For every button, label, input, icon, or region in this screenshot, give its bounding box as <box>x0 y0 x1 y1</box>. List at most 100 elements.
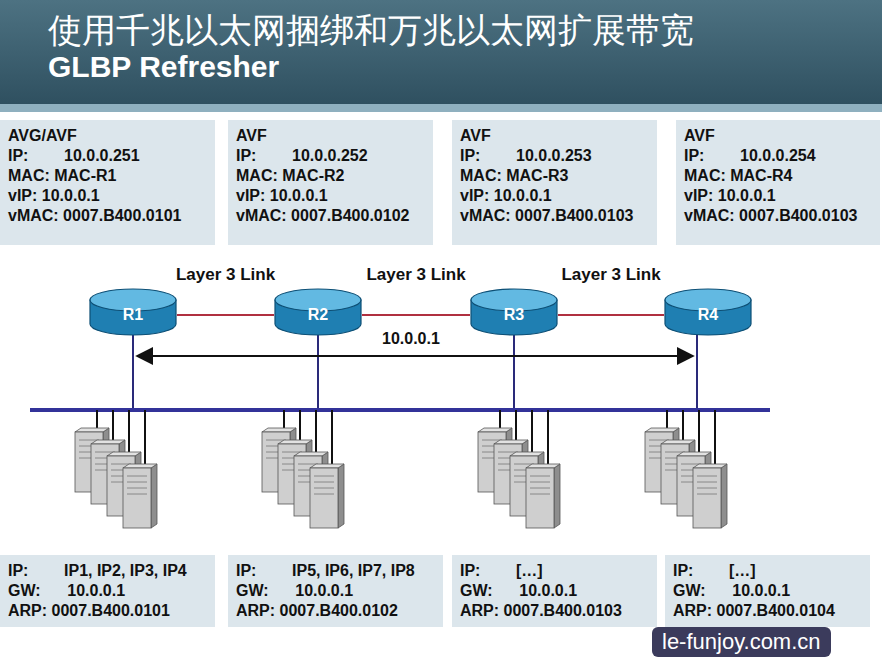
server-slot <box>314 488 334 489</box>
server-drop <box>714 410 716 468</box>
server-top <box>91 440 125 444</box>
server-drop <box>515 410 517 444</box>
link-label: Layer 3 Link <box>561 265 660 285</box>
watermark: le-funjoy.com.cn <box>652 627 831 657</box>
server-side <box>151 464 157 528</box>
info-box: AVFIP: 10.0.0.253MAC: MAC-R3vIP: 10.0.0.… <box>452 120 657 245</box>
server-side <box>721 464 727 528</box>
title-strip <box>0 104 882 112</box>
info-line: IP: […] <box>460 561 649 581</box>
server-top <box>661 440 695 444</box>
server-top <box>693 464 727 468</box>
info-line: MAC: MAC-R3 <box>460 166 649 186</box>
info-line: AVG/AVF <box>8 126 207 146</box>
server-drop <box>112 410 114 444</box>
info-line: vMAC: 0007.B400.0103 <box>460 206 649 226</box>
router-node: R2 <box>274 288 362 338</box>
server-slot <box>697 482 717 483</box>
title-bar <box>0 0 882 104</box>
router-name: R2 <box>274 306 362 324</box>
server-drop <box>331 410 333 468</box>
layer3-link <box>558 314 664 316</box>
info-box: AVFIP: 10.0.0.254MAC: MAC-R4vIP: 10.0.0.… <box>676 120 880 245</box>
server-slot <box>530 482 550 483</box>
info-line: vMAC: 0007.B400.0101 <box>8 206 207 226</box>
server-top <box>123 464 157 468</box>
server-front <box>526 468 554 528</box>
server-top <box>645 428 679 432</box>
server-drop <box>682 410 684 444</box>
router-name: R3 <box>470 306 558 324</box>
server-top <box>677 452 711 456</box>
server-slot <box>314 476 334 477</box>
lan-bus <box>30 408 770 412</box>
server-top <box>526 464 560 468</box>
info-line: GW: 10.0.0.1 <box>8 581 207 601</box>
info-line: GW: 10.0.0.1 <box>673 581 862 601</box>
server-drop <box>547 410 549 468</box>
layer3-link <box>177 314 274 316</box>
server-slot <box>314 494 334 495</box>
vip-label: 10.0.0.1 <box>382 330 440 348</box>
server-top <box>494 440 528 444</box>
server-drop <box>315 410 317 456</box>
server-slot <box>697 476 717 477</box>
router-drop <box>132 330 134 410</box>
server-slot <box>127 488 147 489</box>
info-line: IP: 10.0.0.251 <box>8 146 207 166</box>
info-line: vIP: 10.0.0.1 <box>8 186 207 206</box>
router-drop <box>317 330 319 410</box>
server-top <box>107 452 141 456</box>
server-slot <box>530 476 550 477</box>
router-drop <box>513 330 515 410</box>
server-side <box>338 464 344 528</box>
info-line: IP: 10.0.0.252 <box>236 146 425 166</box>
server-drop <box>144 410 146 468</box>
router-drop <box>696 330 698 410</box>
info-box: IP: IP5, IP6, IP7, IP8GW: 10.0.0.1ARP: 0… <box>228 555 443 627</box>
router-node: R1 <box>89 288 177 338</box>
server-front <box>693 468 721 528</box>
info-line: vIP: 10.0.0.1 <box>460 186 649 206</box>
link-label: Layer 3 Link <box>366 265 465 285</box>
info-line: MAC: MAC-R4 <box>684 166 872 186</box>
info-line: vMAC: 0007.B400.0102 <box>236 206 425 226</box>
info-line: AVF <box>236 126 425 146</box>
server-drop <box>128 410 130 456</box>
server-top <box>262 428 296 432</box>
info-line: MAC: MAC-R1 <box>8 166 207 186</box>
server-drop <box>531 410 533 456</box>
info-line: IP: 10.0.0.254 <box>684 146 872 166</box>
server-top <box>478 428 512 432</box>
info-line: ARP: 0007.B400.0102 <box>236 601 435 621</box>
server-slot <box>697 494 717 495</box>
info-box: IP: […]GW: 10.0.0.1ARP: 0007.B400.0103 <box>452 555 657 627</box>
info-line: IP: 10.0.0.253 <box>460 146 649 166</box>
info-line: MAC: MAC-R2 <box>236 166 425 186</box>
vip-arrow <box>137 355 693 357</box>
info-line: AVF <box>684 126 872 146</box>
server-drop <box>698 410 700 456</box>
router-name: R1 <box>89 306 177 324</box>
server-top <box>310 464 344 468</box>
router-node: R3 <box>470 288 558 338</box>
server-slot <box>314 482 334 483</box>
server-top <box>75 428 109 432</box>
router-node: R4 <box>664 288 752 338</box>
router-name: R4 <box>664 306 752 324</box>
server-front <box>310 468 338 528</box>
info-line: GW: 10.0.0.1 <box>236 581 435 601</box>
server-side <box>554 464 560 528</box>
server-top <box>278 440 312 444</box>
link-label: Layer 3 Link <box>176 265 275 285</box>
server-slot <box>697 488 717 489</box>
info-line: vIP: 10.0.0.1 <box>684 186 872 206</box>
info-box: AVG/AVFIP: 10.0.0.251MAC: MAC-R1vIP: 10.… <box>0 120 215 245</box>
server-drop <box>299 410 301 444</box>
subtitle: GLBP Refresher <box>48 50 279 84</box>
info-line: vIP: 10.0.0.1 <box>236 186 425 206</box>
server-slot <box>127 494 147 495</box>
info-line: ARP: 0007.B400.0104 <box>673 601 862 621</box>
server-slot <box>127 482 147 483</box>
